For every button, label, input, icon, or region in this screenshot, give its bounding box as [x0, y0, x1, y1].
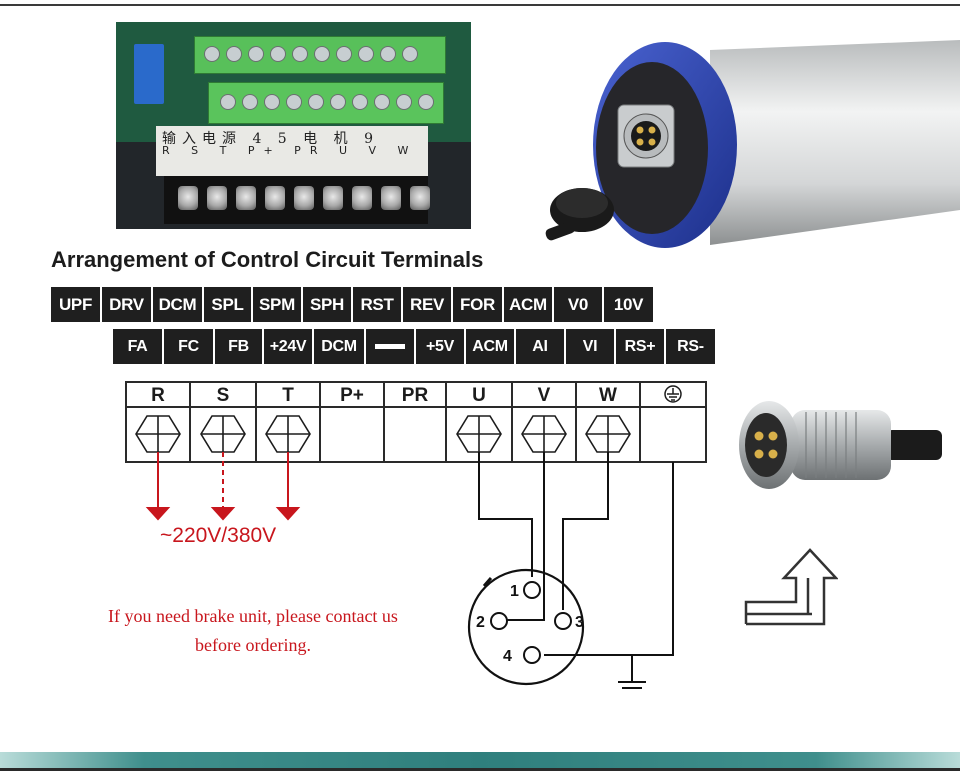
terminal-plus5v: +5V: [416, 329, 464, 364]
terminal-screw-icon: [358, 46, 374, 62]
terminal-fa: FA: [113, 329, 162, 364]
terminal-screw-icon: [178, 186, 198, 210]
terminal-spl: SPL: [204, 287, 251, 322]
table-column-dividers: [189, 382, 641, 462]
connector-pin-3: 3: [575, 614, 584, 631]
terminal-screw-icon: [286, 94, 302, 110]
terminal-rst: RST: [353, 287, 401, 322]
terminal-plus24v: +24V: [264, 329, 312, 364]
terminal-fc: FC: [164, 329, 213, 364]
terminal-dcm: DCM: [153, 287, 202, 322]
hex-screw-icon: [265, 415, 311, 453]
terminal-screw-icon: [380, 46, 396, 62]
terminal-ai: AI: [516, 329, 564, 364]
terminal-v0: V0: [554, 287, 602, 322]
aviation-connector-photo: [739, 401, 942, 489]
circuit-board-photo: 输入电源 4 5 电 机 9 R S T P+ PR U V W: [116, 22, 471, 229]
terminal-screw-icon: [402, 46, 418, 62]
terminal-screw-icon: [207, 186, 227, 210]
terminal-label-pr: PR: [402, 385, 429, 406]
terminal-screw-icon: [308, 94, 324, 110]
dash-bar-icon: [375, 344, 405, 349]
terminal-screw-icon: [264, 94, 280, 110]
brake-note-line2: before ordering.: [195, 635, 311, 655]
arrow-down-icon: [145, 507, 171, 521]
terminal-screw-icon: [330, 94, 346, 110]
terminal-10v: 10V: [604, 287, 653, 322]
terminal-label-w: W: [599, 385, 617, 406]
terminal-screw-icon: [410, 186, 430, 210]
top-divider: [0, 4, 960, 6]
terminal-screw-icon: [336, 46, 352, 62]
terminal-blank: [366, 329, 414, 364]
page-title: Arrangement of Control Circuit Terminals: [51, 247, 484, 272]
connector-pin-4: 4: [503, 648, 512, 665]
terminal-screw-icon: [352, 186, 372, 210]
board-label-line1: 输入电源 4 5 电 机 9: [162, 131, 379, 147]
terminal-rev: REV: [403, 287, 451, 322]
arrow-down-icon: [275, 507, 301, 521]
terminal-screw-icon: [248, 46, 264, 62]
power-terminal-table: [125, 381, 707, 463]
arrow-up-right-icon: [744, 548, 838, 626]
terminal-screw-icon: [381, 186, 401, 210]
terminal-screw-icon: [418, 94, 434, 110]
terminal-screw-icon: [265, 186, 285, 210]
terminal-screw-icon: [242, 94, 258, 110]
control-terminal-row-2: FA FC FB +24V DCM +5V ACM AI VI RS+ RS-: [113, 329, 715, 364]
terminal-screw-icon: [270, 46, 286, 62]
terminal-screw-icon: [204, 46, 220, 62]
terminal-screw-icon: [226, 46, 242, 62]
board-label-line2: R S T P+ PR U V W: [162, 144, 418, 157]
board-label-plate: [156, 126, 428, 176]
hex-screw-icon: [585, 415, 631, 453]
terminal-label-s: S: [217, 385, 230, 406]
terminal-spm: SPM: [253, 287, 301, 322]
motor-connector: [467, 568, 585, 686]
relay-component: [134, 44, 164, 104]
bottom-divider: [0, 768, 960, 771]
arrow-down-icon: [210, 507, 236, 521]
terminal-vi: VI: [566, 329, 614, 364]
control-terminal-row-1: UPF DRV DCM SPL SPM SPH RST REV FOR ACM …: [51, 287, 653, 322]
terminal-screw-icon: [294, 186, 314, 210]
terminal-drv: DRV: [102, 287, 151, 322]
spindle-motor-photo: [545, 40, 960, 248]
input-voltage-label: ~220V/380V: [160, 524, 277, 547]
terminal-label-t: T: [282, 385, 294, 406]
hex-screw-icon: [200, 415, 246, 453]
terminal-screw-icon: [396, 94, 412, 110]
terminal-rs-minus: RS-: [666, 329, 715, 364]
terminal-sph: SPH: [303, 287, 351, 322]
terminal-screw-icon: [220, 94, 236, 110]
terminal-label-p-plus: P+: [340, 385, 364, 406]
bottom-decorative-band: [0, 752, 960, 768]
ground-icon: [664, 385, 682, 403]
terminal-for: FOR: [453, 287, 502, 322]
terminal-screw-icon: [352, 94, 368, 110]
terminal-fb: FB: [215, 329, 262, 364]
connector-pin-1: 1: [510, 583, 519, 600]
terminal-screw-icon: [292, 46, 308, 62]
terminal-rs-plus: RS+: [616, 329, 664, 364]
terminal-screw-icon: [314, 46, 330, 62]
hex-screw-icon: [521, 415, 567, 453]
hex-screw-icon: [456, 415, 502, 453]
terminal-upf: UPF: [51, 287, 100, 322]
terminal-dcm-2: DCM: [314, 329, 364, 364]
connector-pin-2: 2: [476, 614, 485, 631]
terminal-acm: ACM: [504, 287, 552, 322]
terminal-screw-icon: [236, 186, 256, 210]
brake-note-line1: If you need brake unit, please contact u…: [108, 606, 398, 626]
terminal-screw-icon: [323, 186, 343, 210]
hex-screw-icon: [135, 415, 181, 453]
terminal-label-v: V: [538, 385, 551, 406]
terminal-acm-2: ACM: [466, 329, 514, 364]
terminal-label-r: R: [151, 385, 165, 406]
motor-wires: [478, 452, 674, 689]
brake-unit-note: If you need brake unit, please contact u…: [80, 602, 426, 660]
terminal-label-u: U: [472, 385, 486, 406]
terminal-screw-icon: [374, 94, 390, 110]
